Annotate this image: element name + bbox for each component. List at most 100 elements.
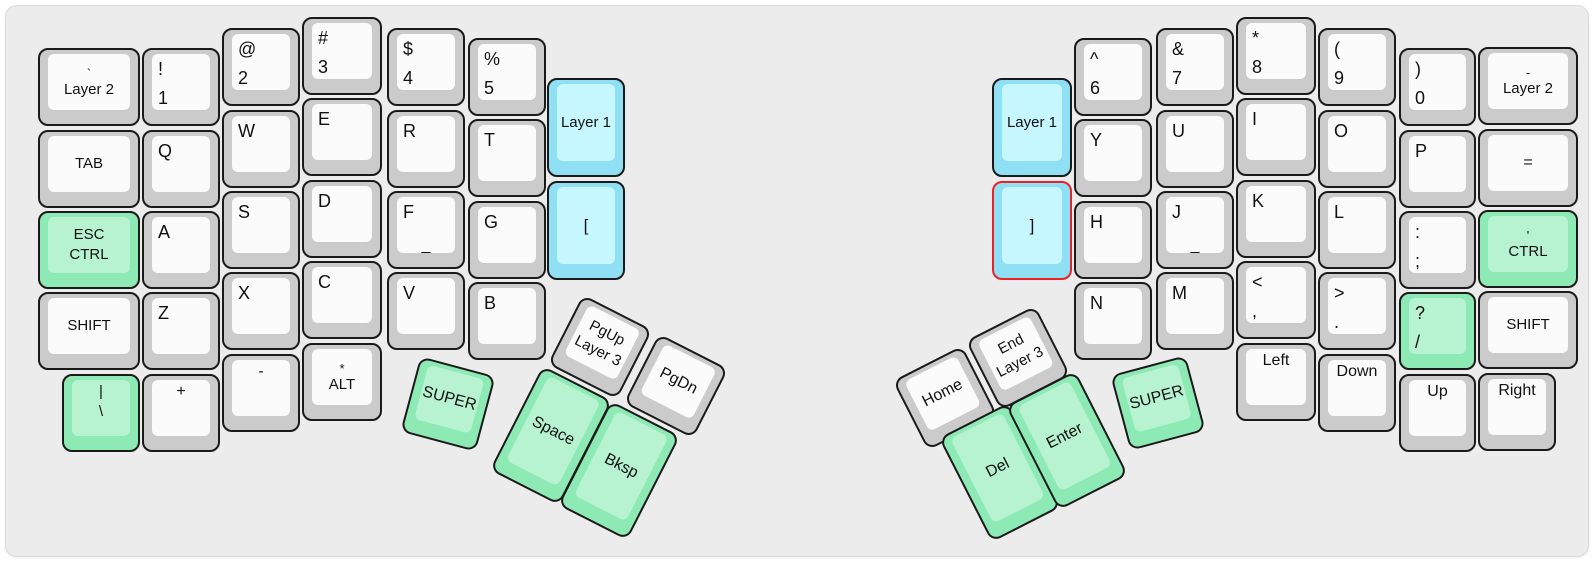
- key-legend: #3: [318, 28, 329, 77]
- key-x[interactable]: X: [222, 272, 300, 350]
- key-quote-ctrl[interactable]: 'CTRL: [1478, 210, 1578, 288]
- key-face: [557, 187, 615, 264]
- key-layer1-left[interactable]: Layer 1: [547, 78, 625, 177]
- key-2[interactable]: @2: [222, 28, 300, 106]
- key-h[interactable]: H: [1074, 201, 1152, 279]
- key-g[interactable]: G: [468, 201, 546, 279]
- key-comma[interactable]: <,: [1236, 261, 1316, 339]
- key-y[interactable]: Y: [1074, 119, 1152, 197]
- key-p[interactable]: P: [1399, 130, 1476, 208]
- key-grave-layer2[interactable]: `Layer 2: [38, 48, 140, 126]
- key-7[interactable]: &7: [1156, 28, 1234, 106]
- key-face: [1409, 136, 1466, 192]
- key-face: [1488, 379, 1546, 435]
- key-face: [1002, 187, 1062, 264]
- key-arrow-left[interactable]: Left: [1236, 343, 1316, 421]
- key-face: [1328, 360, 1386, 416]
- key-equals[interactable]: =: [1478, 129, 1578, 207]
- key-legend: K: [1252, 191, 1265, 211]
- key-s[interactable]: S: [222, 191, 300, 269]
- key-m[interactable]: M: [1156, 272, 1234, 350]
- key-face: [1002, 84, 1062, 161]
- key-face: [152, 298, 210, 354]
- key-face: [152, 380, 210, 436]
- key-legend: $4: [403, 39, 414, 88]
- key-pipe-backslash[interactable]: |\: [62, 374, 140, 452]
- key-legend: &7: [1172, 39, 1185, 88]
- key-arrow-down[interactable]: Down: [1318, 354, 1396, 432]
- key-arrow-up[interactable]: Up: [1399, 374, 1476, 452]
- key-legend: %5: [484, 49, 501, 98]
- key-arrow-right[interactable]: Right: [1478, 373, 1556, 451]
- key-legend: (9: [1334, 39, 1345, 88]
- key-rbracket[interactable]: ]: [992, 181, 1072, 280]
- key-layer1-right[interactable]: Layer 1: [992, 78, 1072, 177]
- key-semicolon[interactable]: :;: [1399, 211, 1476, 289]
- key-shift-left[interactable]: SHIFT: [38, 292, 140, 370]
- key-u[interactable]: U: [1156, 110, 1234, 188]
- key-k[interactable]: K: [1236, 180, 1316, 258]
- key-lbracket[interactable]: [: [547, 181, 625, 280]
- key-i[interactable]: I: [1236, 98, 1316, 176]
- key-w[interactable]: W: [222, 110, 300, 188]
- key-legend: Layer 1: [1006, 113, 1058, 131]
- key-legend: -: [258, 363, 264, 380]
- key-6[interactable]: ^6: [1074, 38, 1152, 116]
- key-legend: Left: [1262, 352, 1290, 369]
- key-f[interactable]: F_: [387, 191, 465, 269]
- key-l[interactable]: L: [1318, 191, 1396, 269]
- key-tab[interactable]: TAB: [38, 130, 140, 208]
- key-plus[interactable]: +: [142, 374, 220, 452]
- key-0[interactable]: )0: [1399, 48, 1476, 126]
- key-e[interactable]: E: [302, 98, 382, 176]
- key-slash[interactable]: ?/: [1399, 292, 1476, 370]
- key-4[interactable]: $4: [387, 28, 465, 106]
- key-legend: *8: [1252, 28, 1263, 77]
- homing-bar-marker: _: [1190, 237, 1200, 254]
- key-legend: [: [583, 215, 589, 235]
- key-9[interactable]: (9: [1318, 28, 1396, 106]
- key-face: [1409, 54, 1466, 110]
- key-legend: =: [1523, 154, 1533, 171]
- key-legend: SHIFT: [1506, 316, 1550, 333]
- key-legend: :;: [1415, 222, 1421, 271]
- key-legend: J_: [1166, 197, 1224, 254]
- key-a[interactable]: A: [142, 211, 220, 289]
- key-legend: *ALT: [328, 360, 356, 393]
- key-face: [1166, 34, 1224, 90]
- key-face: [312, 23, 372, 79]
- key-z[interactable]: Z: [142, 292, 220, 370]
- key-face: [48, 298, 130, 354]
- key-d[interactable]: D: [302, 180, 382, 258]
- key-n[interactable]: N: [1074, 282, 1152, 360]
- key-face: [478, 44, 536, 100]
- key-5[interactable]: %5: [468, 38, 546, 116]
- key-v[interactable]: V: [387, 272, 465, 350]
- key-face: [1409, 217, 1466, 273]
- key-legend: Z: [158, 303, 169, 323]
- key-period[interactable]: >.: [1318, 272, 1396, 350]
- key-t[interactable]: T: [468, 119, 546, 197]
- key-face: [1084, 125, 1142, 181]
- key-face: [1166, 278, 1224, 334]
- key-1[interactable]: !1: [142, 48, 220, 126]
- key-q[interactable]: Q: [142, 130, 220, 208]
- key-asterisk-alt[interactable]: *ALT: [302, 343, 382, 421]
- key-shift-right[interactable]: SHIFT: [1478, 291, 1578, 369]
- key-o[interactable]: O: [1318, 110, 1396, 188]
- key-j[interactable]: J_: [1156, 191, 1234, 269]
- key-c[interactable]: C: [302, 261, 382, 339]
- key-legend: O: [1334, 121, 1349, 141]
- key-b[interactable]: B: [468, 282, 546, 360]
- key-legend: P: [1415, 141, 1428, 161]
- key-legend: H: [1090, 212, 1103, 232]
- key-face: [1246, 23, 1306, 79]
- key-r[interactable]: R: [387, 110, 465, 188]
- key-minus-layer2[interactable]: -Layer 2: [1478, 47, 1578, 125]
- key-legend: Layer 1: [560, 113, 612, 131]
- key-minus-bottom[interactable]: -: [222, 354, 300, 432]
- key-3[interactable]: #3: [302, 17, 382, 95]
- key-legend: SUPER: [1127, 382, 1186, 414]
- key-8[interactable]: *8: [1236, 17, 1316, 95]
